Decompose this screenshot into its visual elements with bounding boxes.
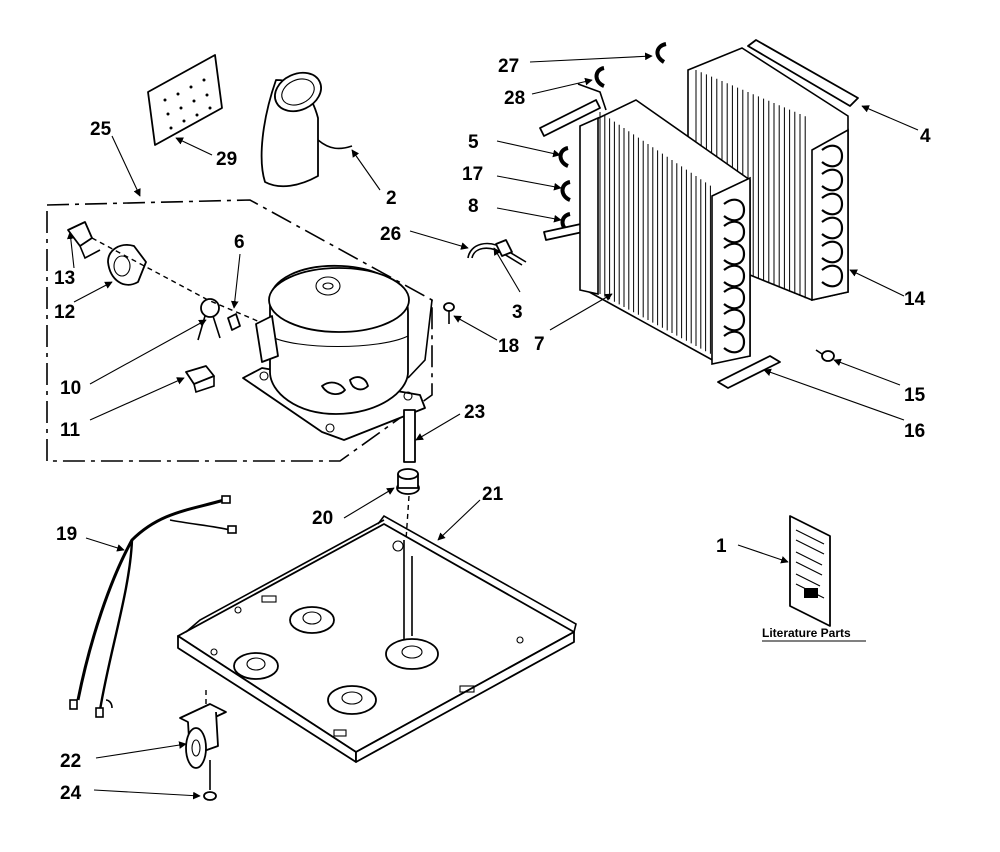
callout-5: 5 <box>468 132 479 153</box>
evaporator-coil-bend <box>723 220 746 244</box>
part-1-literature <box>789 515 831 627</box>
callout-2: 2 <box>386 188 397 209</box>
part-25-boundary <box>46 199 433 462</box>
part-19-harness <box>69 495 237 718</box>
callout-16: 16 <box>904 421 925 442</box>
callout-7: 7 <box>534 334 545 355</box>
condenser-coil-bend <box>821 192 844 216</box>
callout-26: 26 <box>380 224 401 245</box>
part-22-caster <box>179 690 227 769</box>
part-20-grommet <box>396 468 420 495</box>
compressor <box>242 265 433 441</box>
part-16-bar <box>717 355 781 389</box>
part-7-evaporator <box>579 99 751 365</box>
evaporator-coil-bend <box>723 330 746 354</box>
leader-lines <box>66 52 919 800</box>
condenser-coil-bend <box>821 264 844 288</box>
part-15-screw <box>815 349 835 362</box>
part-3-fitting <box>495 239 513 257</box>
callout-17: 17 <box>462 164 483 185</box>
callout-11: 11 <box>60 420 81 441</box>
part-18-screw <box>443 302 455 324</box>
callout-22: 22 <box>60 751 81 772</box>
callout-13: 13 <box>54 268 75 289</box>
callout-labels: 27 28 5 17 8 26 3 7 18 4 14 15 16 2 29 2… <box>54 56 931 804</box>
callout-21: 21 <box>482 484 504 505</box>
callout-6: 6 <box>234 232 245 253</box>
callout-3: 3 <box>512 302 523 323</box>
part-23-tube <box>403 409 416 463</box>
part-10-relay <box>197 298 221 341</box>
part-6-clip <box>227 313 241 331</box>
part-5-clip <box>558 146 569 168</box>
callout-4: 4 <box>920 126 931 147</box>
callout-20: 20 <box>312 508 333 529</box>
callout-25: 25 <box>90 119 112 140</box>
evaporator-coil-bend <box>723 198 746 222</box>
part-4-bar <box>747 39 859 107</box>
callout-24: 24 <box>60 783 82 804</box>
part-21-base <box>177 514 577 763</box>
literature-logo-mark <box>804 588 818 598</box>
part-12-cover <box>107 244 147 286</box>
callout-27: 27 <box>498 56 519 77</box>
part-17-clip <box>560 180 571 202</box>
evaporator-coil-bend <box>723 286 746 310</box>
callout-1: 1 <box>716 536 727 557</box>
part-27-clip <box>655 42 667 64</box>
condenser-coil-bend <box>821 240 844 264</box>
callout-18: 18 <box>498 336 519 357</box>
callout-29: 29 <box>216 149 237 170</box>
callout-28: 28 <box>504 88 525 109</box>
literature-caption: Literature Parts <box>762 626 851 640</box>
tube-upper <box>539 99 601 137</box>
evaporator-coil-bend <box>723 242 746 266</box>
part-28-clip <box>594 66 605 88</box>
part-2-sleeve <box>260 71 353 188</box>
callout-10: 10 <box>60 378 81 399</box>
callout-12: 12 <box>54 302 75 323</box>
evaporator-coil-bend <box>723 308 746 332</box>
callout-19: 19 <box>56 524 77 545</box>
callout-8: 8 <box>468 196 479 217</box>
condenser-coil-bend <box>821 144 844 168</box>
callout-15: 15 <box>904 385 926 406</box>
evaporator-coil-bend <box>723 264 746 288</box>
part-11-plug <box>185 365 215 394</box>
part-24-screw <box>203 760 217 801</box>
part-29-plate <box>147 54 223 146</box>
condenser-coil-bend <box>821 168 844 192</box>
callout-23: 23 <box>464 402 485 423</box>
callout-14: 14 <box>904 289 926 310</box>
condenser-coil-bend <box>821 216 844 240</box>
